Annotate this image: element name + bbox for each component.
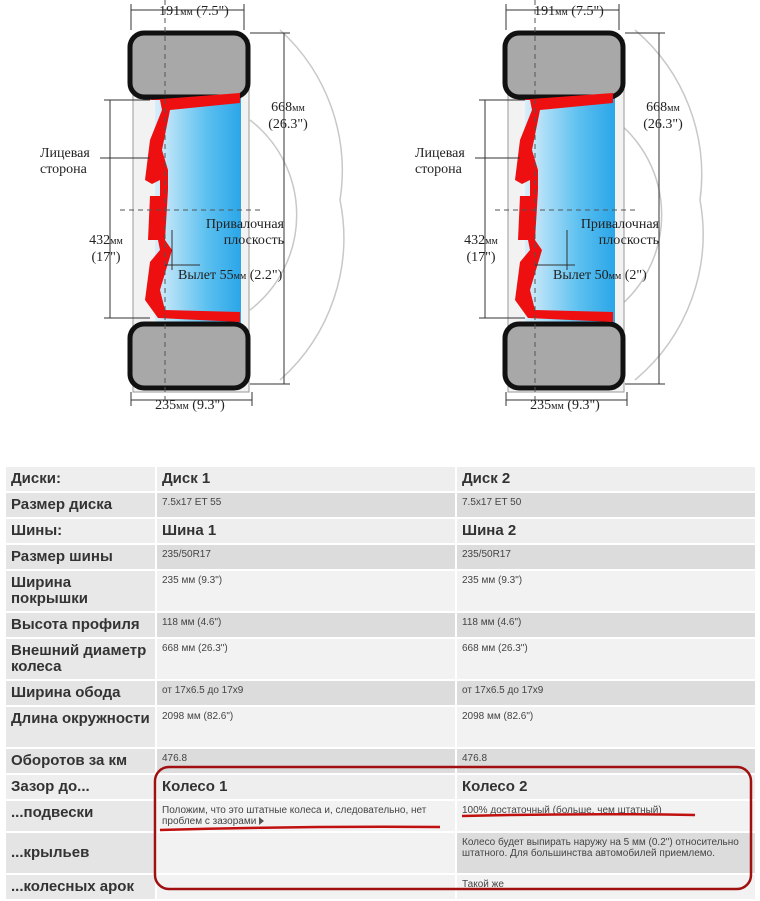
table-row: Длина окружности 2098 мм (82.6") 2098 мм… [6,707,755,747]
diameter-label: 668мм(26.3") [643,100,683,132]
row-label: Размер шины [6,545,155,569]
comparison-table: Диски: Диск 1 Диск 2 Размер диска 7.5x17… [6,465,755,901]
table-row: Ширина обода от 17x6.5 до 17x9 от 17x6.5… [6,681,755,705]
wheel-cross-section-2 [475,0,704,406]
table-row: ...крыльев Колесо будет выпирать наружу … [6,833,755,873]
offset-label: Вылет 55мм (2.2") [178,268,283,283]
cell-wheel-2: 118 мм (4.6") [455,613,755,637]
cell-wheel-1: 2098 мм (82.6") [155,707,455,747]
row-label: ...крыльев [6,833,155,873]
row-label: Оборотов за км [6,749,155,773]
cell-wheel-2: 235 мм (9.3") [455,571,755,611]
cell-wheel-2: Колесо будет выпирать наружу на 5 мм (0.… [455,833,755,873]
table-row: Диски: Диск 1 Диск 2 [6,467,755,491]
row-label: Зазор до... [6,775,155,799]
wheel-cross-section-1 [100,0,345,406]
diameter-label: 668мм(26.3") [268,100,308,132]
bottom-width-label: 235мм (9.3") [530,398,600,413]
cell-wheel-1: 235 мм (9.3") [155,571,455,611]
cell-wheel-1: Шина 1 [155,519,455,543]
cell-wheel-2: Диск 2 [455,467,755,491]
cell-wheel-2: 476.8 [455,749,755,773]
row-label: Ширина обода [6,681,155,705]
row-label: Размер диска [6,493,155,517]
row-label: Ширина покрышки [6,571,155,611]
table-row: Зазор до... Колесо 1 Колесо 2 [6,775,755,799]
cell-wheel-1 [155,875,455,899]
cell-wheel-1: 118 мм (4.6") [155,613,455,637]
table-row: Ширина покрышки 235 мм (9.3") 235 мм (9.… [6,571,755,611]
table-row: Размер диска 7.5x17 ET 55 7.5x17 ET 50 [6,493,755,517]
row-label: Высота профиля [6,613,155,637]
top-width-label: 191мм (7.5") [159,4,229,19]
row-label: Внешний диаметр колеса [6,639,155,679]
cell-wheel-1: 668 мм (26.3") [155,639,455,679]
cell-wheel-2: Колесо 2 [455,775,755,799]
cell-wheel-1: Колесо 1 [155,775,455,799]
row-label: Шины: [6,519,155,543]
top-width-label: 191мм (7.5") [534,4,604,19]
cell-wheel-2: 7.5x17 ET 50 [455,493,755,517]
cell-wheel-1: 235/50R17 [155,545,455,569]
table-row: Шины: Шина 1 Шина 2 [6,519,755,543]
table-row: Внешний диаметр колеса 668 мм (26.3") 66… [6,639,755,679]
cell-wheel-2: Шина 2 [455,519,755,543]
row-label: Длина окружности [6,707,155,747]
cell-wheel-2: 100% достаточный (больше, чем штатный) [455,801,755,831]
row-label: Диски: [6,467,155,491]
cell-wheel-2: 235/50R17 [455,545,755,569]
cell-wheel-1 [155,833,455,873]
table-row: ...колесных арок Такой же [6,875,755,899]
cell-wheel-2: 2098 мм (82.6") [455,707,755,747]
cell-wheel-2: Такой же [455,875,755,899]
arrow-right-icon[interactable] [259,817,265,826]
offset-label: Вылет 50мм (2") [553,268,647,283]
table-row: Размер шины 235/50R17 235/50R17 [6,545,755,569]
cell-wheel-1: 476.8 [155,749,455,773]
table-row: Высота профиля 118 мм (4.6") 118 мм (4.6… [6,613,755,637]
suspension-clearance-text: Положим, что это штатные колеса и, следо… [162,805,427,827]
bottom-width-label: 235мм (9.3") [155,398,225,413]
rim-diameter-label: 432мм(17") [89,233,123,265]
rim-diameter-label: 432мм(17") [464,233,498,265]
table-row: Оборотов за км 476.8 476.8 [6,749,755,773]
row-label: ...подвески [6,801,155,831]
cell-wheel-1: Диск 1 [155,467,455,491]
cell-wheel-2: 668 мм (26.3") [455,639,755,679]
cell-wheel-2: от 17x6.5 до 17x9 [455,681,755,705]
cell-wheel-1: Положим, что это штатные колеса и, следо… [155,801,455,831]
table-row: ...подвески Положим, что это штатные кол… [6,801,755,831]
cell-wheel-1: 7.5x17 ET 55 [155,493,455,517]
cell-wheel-1: от 17x6.5 до 17x9 [155,681,455,705]
row-label: ...колесных арок [6,875,155,899]
